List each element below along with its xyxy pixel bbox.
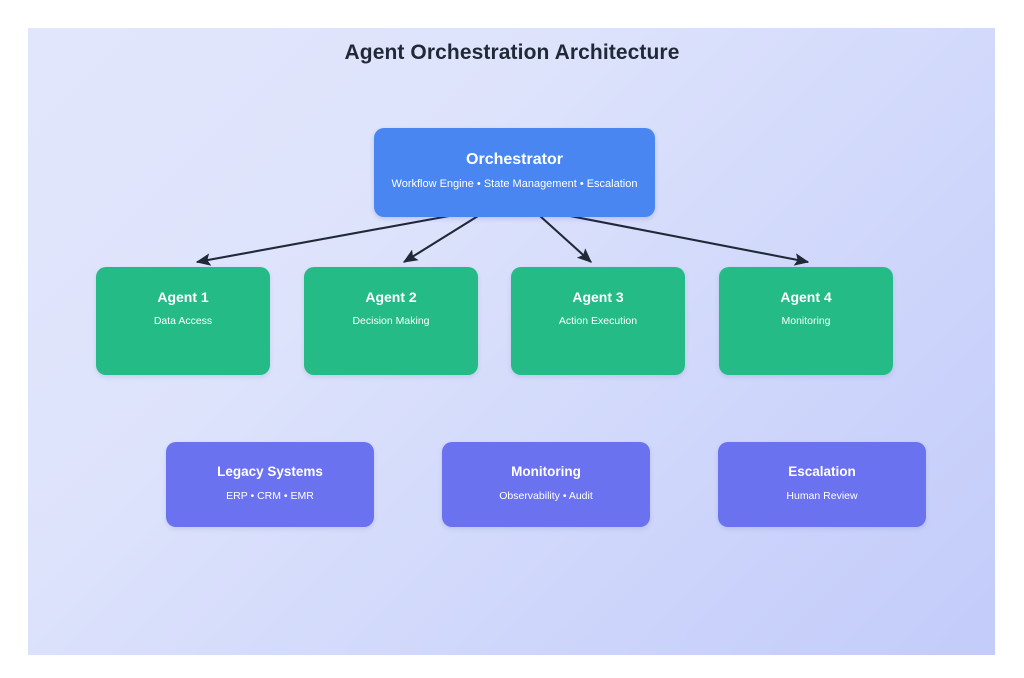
node-legacy-systems-subtitle: ERP • CRM • EMR: [226, 489, 314, 502]
node-agent-4[interactable]: Agent 4 Monitoring: [719, 267, 893, 375]
node-orchestrator-subtitle: Workflow Engine • State Management • Esc…: [391, 177, 638, 190]
node-legacy-systems-title: Legacy Systems: [217, 464, 323, 479]
node-agent-4-subtitle: Monitoring: [781, 315, 831, 328]
node-agent-1-title: Agent 1: [157, 289, 209, 305]
node-escalation[interactable]: Escalation Human Review: [718, 442, 926, 527]
node-agent-3[interactable]: Agent 3 Action Execution: [511, 267, 685, 375]
node-agent-1-subtitle: Data Access: [153, 315, 213, 328]
node-monitoring[interactable]: Monitoring Observability • Audit: [442, 442, 650, 527]
node-orchestrator[interactable]: Orchestrator Workflow Engine • State Man…: [374, 128, 655, 217]
node-escalation-subtitle: Human Review: [786, 489, 858, 502]
node-escalation-title: Escalation: [788, 464, 856, 479]
node-agent-2-subtitle: Decision Making: [352, 315, 430, 328]
node-agent-3-title: Agent 3: [572, 289, 624, 305]
node-agent-1[interactable]: Agent 1 Data Access: [96, 267, 270, 375]
node-monitoring-title: Monitoring: [511, 464, 581, 479]
node-agent-2[interactable]: Agent 2 Decision Making: [304, 267, 478, 375]
node-agent-3-subtitle: Action Execution: [558, 315, 638, 328]
node-legacy-systems[interactable]: Legacy Systems ERP • CRM • EMR: [166, 442, 374, 527]
node-monitoring-subtitle: Observability • Audit: [499, 489, 593, 502]
node-agent-4-title: Agent 4: [780, 289, 832, 305]
node-orchestrator-title: Orchestrator: [466, 151, 563, 168]
page-title: Agent Orchestration Architecture: [344, 41, 680, 64]
node-agent-2-title: Agent 2: [365, 289, 417, 305]
